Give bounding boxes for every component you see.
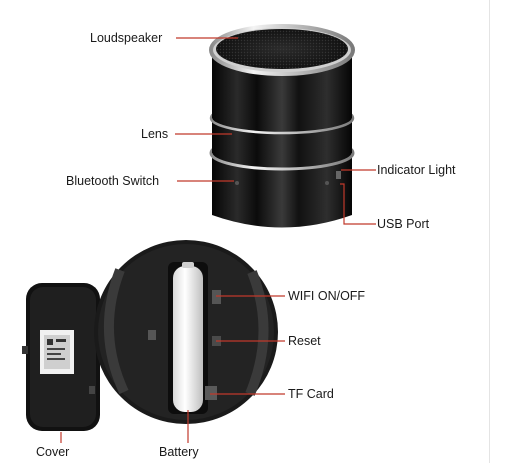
battery-label: Battery	[159, 445, 199, 459]
wifi-on-off-label: WIFI ON/OFF	[288, 289, 366, 303]
cover-device	[22, 283, 100, 431]
reset-label: Reset	[288, 334, 321, 348]
bluetooth-switch-label: Bluetooth Switch	[66, 174, 160, 188]
leader-lines	[60, 37, 376, 443]
cover-label: Cover	[36, 445, 70, 459]
right-divider	[489, 0, 490, 463]
open-base-device	[94, 240, 278, 424]
usb-port-label: USB Port	[377, 217, 430, 231]
indicator-light-label: Indicator Light	[377, 163, 456, 177]
lens-label: Lens	[141, 127, 169, 141]
loudspeaker-label: Loudspeaker	[90, 31, 163, 45]
speaker-camera-device	[209, 24, 355, 228]
tf-card-label: TF Card	[288, 387, 334, 401]
